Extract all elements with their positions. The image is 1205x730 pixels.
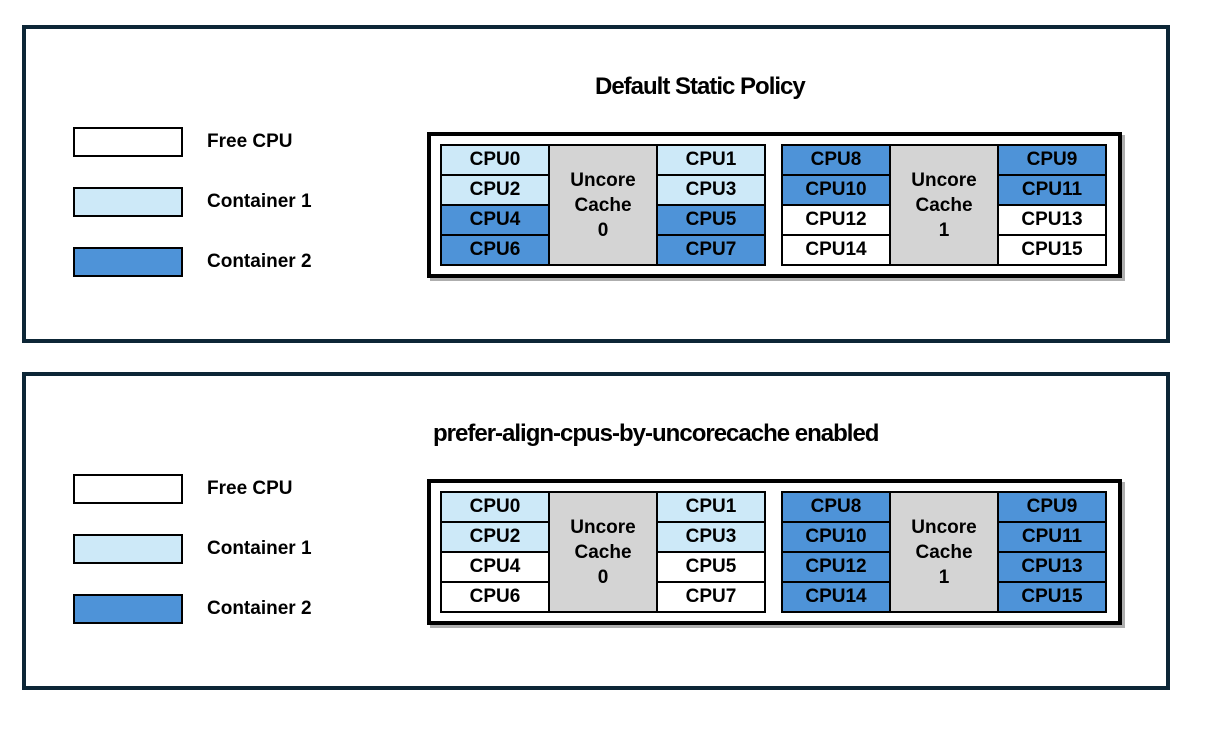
cpu-cell-cpu12: CPU12 [781, 551, 891, 583]
panel-title: prefer-align-cpus-by-uncorecache enabled [433, 420, 879, 447]
cpu-cell-cpu4: CPU4 [440, 204, 550, 236]
cache-label-line: Uncore [570, 169, 636, 191]
cpu-cell-cpu9: CPU9 [997, 144, 1107, 176]
cpu-cell-cpu8: CPU8 [781, 144, 891, 176]
cpu-cell-cpu6: CPU6 [440, 581, 550, 613]
cache-label-line: Cache [574, 541, 632, 563]
cpu-cell-cpu5: CPU5 [656, 551, 766, 583]
legend: Free CPU Container 1 Container 2 [73, 127, 312, 307]
cache-label-line: 0 [597, 219, 609, 241]
cpu-cell-cpu15: CPU15 [997, 234, 1107, 266]
cache-label-line: Uncore [911, 169, 977, 191]
legend-item: Free CPU [73, 127, 312, 157]
legend-item: Free CPU [73, 474, 312, 504]
legend-swatch-free_cpu [73, 127, 183, 157]
cpu-cell-cpu9: CPU9 [997, 491, 1107, 523]
cpu-cell-cpu13: CPU13 [997, 551, 1107, 583]
cpu-cell-cpu0: CPU0 [440, 144, 550, 176]
legend-label: Container 1 [207, 538, 312, 559]
cpu-cell-cpu7: CPU7 [656, 234, 766, 266]
panel-title: Default Static Policy [595, 73, 806, 100]
legend-swatch-free_cpu [73, 474, 183, 504]
cpu-cell-cpu6: CPU6 [440, 234, 550, 266]
cpu-cell-cpu10: CPU10 [781, 174, 891, 206]
cpu-cell-cpu3: CPU3 [656, 521, 766, 553]
cpu-cell-cpu11: CPU11 [997, 174, 1107, 206]
cache-label-line: Cache [915, 194, 973, 216]
panel-default-static-policy: Default Static Policy Free CPU Container … [22, 25, 1170, 343]
cache-label-line: Uncore [570, 516, 636, 538]
legend-swatch-container1 [73, 187, 183, 217]
cpu-cell-cpu13: CPU13 [997, 204, 1107, 236]
legend-swatch-container2 [73, 247, 183, 277]
cache-label-line: Uncore [911, 516, 977, 538]
cpu-cell-cpu5: CPU5 [656, 204, 766, 236]
legend-item: Container 1 [73, 534, 312, 564]
legend-label: Container 2 [207, 598, 312, 619]
legend-item: Container 2 [73, 594, 312, 624]
legend-label: Container 2 [207, 251, 312, 272]
cpu-cell-cpu15: CPU15 [997, 581, 1107, 613]
cpu-cell-cpu12: CPU12 [781, 204, 891, 236]
legend-label: Container 1 [207, 191, 312, 212]
cache-label-line: 0 [597, 566, 609, 588]
cpu-cell-cpu14: CPU14 [781, 234, 891, 266]
cache-label-line: 1 [938, 219, 950, 241]
cpu-cell-cpu14: CPU14 [781, 581, 891, 613]
cpu-cell-cpu2: CPU2 [440, 521, 550, 553]
cpu-cell-cpu3: CPU3 [656, 174, 766, 206]
panel-prefer-align-cpus-by-uncorecache: prefer-align-cpus-by-uncorecache enabled… [22, 372, 1170, 690]
cpu-cell-cpu0: CPU0 [440, 491, 550, 523]
cpu-cell-cpu2: CPU2 [440, 174, 550, 206]
legend-label: Free CPU [207, 478, 293, 499]
cpu-cell-cpu8: CPU8 [781, 491, 891, 523]
cpu-cell-cpu1: CPU1 [656, 491, 766, 523]
cpu-cell-cpu4: CPU4 [440, 551, 550, 583]
cache-label-line: Cache [574, 194, 632, 216]
cpu-cell-cpu11: CPU11 [997, 521, 1107, 553]
legend-item: Container 1 [73, 187, 312, 217]
cache-label-line: Cache [915, 541, 973, 563]
legend-swatch-container2 [73, 594, 183, 624]
legend-swatch-container1 [73, 534, 183, 564]
cache-label-line: 1 [938, 566, 950, 588]
cpu-cell-cpu7: CPU7 [656, 581, 766, 613]
legend-label: Free CPU [207, 131, 293, 152]
cpu-cell-cpu10: CPU10 [781, 521, 891, 553]
cpu-cell-cpu1: CPU1 [656, 144, 766, 176]
legend-item: Container 2 [73, 247, 312, 277]
legend: Free CPU Container 1 Container 2 [73, 474, 312, 654]
